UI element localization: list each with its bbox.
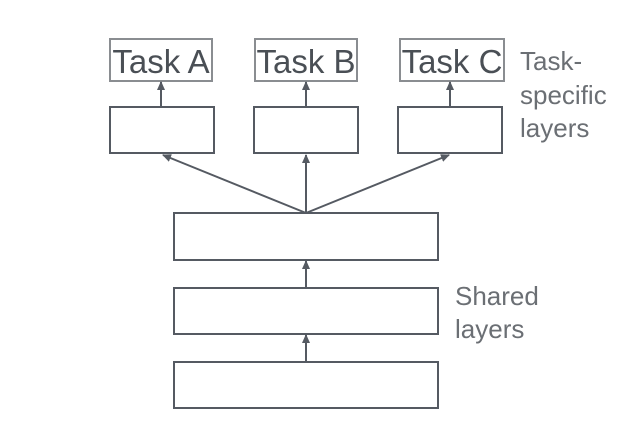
task-specific-layer-b <box>253 106 359 154</box>
task-a-label: Task A <box>112 43 209 80</box>
shared-label-line-2: layers <box>455 314 524 344</box>
shared-layer-middle <box>173 287 439 335</box>
task-b-node: Task B <box>254 38 358 82</box>
task-specific-layer-c <box>397 106 503 154</box>
task-specific-label-line-2: specific <box>520 80 607 110</box>
task-specific-layer-a <box>109 106 215 154</box>
shared-layer-top <box>173 212 439 261</box>
shared-label-line-1: Shared <box>455 281 539 311</box>
shared-layers-label: Shared layers <box>455 281 546 344</box>
shared-layer-bottom <box>173 361 439 409</box>
task-specific-layers-label: Task- specific layers <box>520 46 614 143</box>
arrow-shared-to-layer-a <box>162 154 307 214</box>
task-specific-label-line-1: Task- <box>520 46 582 76</box>
arrow-shared-to-layer-c <box>305 154 450 214</box>
task-c-node: Task C <box>399 38 505 82</box>
task-b-label: Task B <box>256 43 355 80</box>
task-a-box <box>109 38 213 82</box>
task-a-node: Task A <box>109 38 213 82</box>
task-c-label: Task C <box>402 43 503 80</box>
task-specific-label-line-3: layers <box>520 113 589 143</box>
